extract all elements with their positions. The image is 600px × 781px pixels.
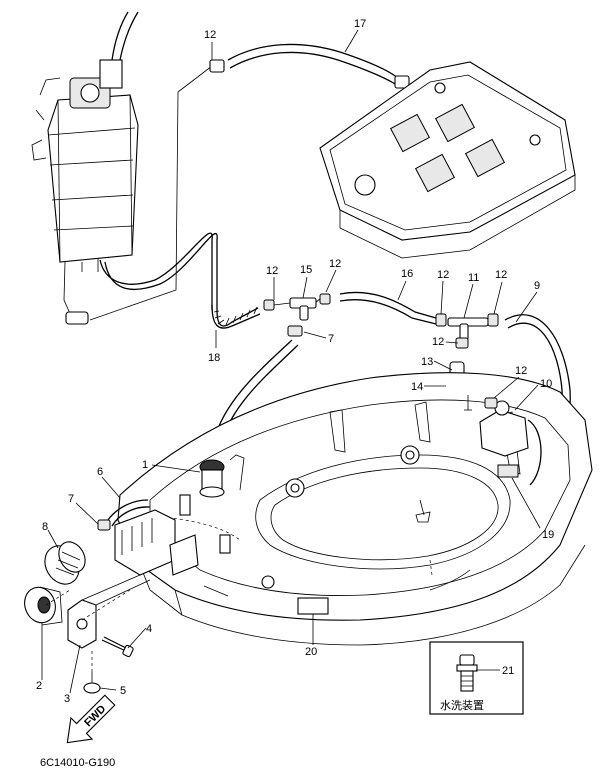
assembly-lines xyxy=(45,589,131,672)
callout-16: 16 xyxy=(401,268,413,280)
callout-10: 10 xyxy=(540,378,552,390)
engine-base-plate xyxy=(319,61,576,259)
callout-12-f: 12 xyxy=(432,336,444,348)
vapor-separator-assembly xyxy=(31,11,139,325)
cap-2 xyxy=(24,586,63,626)
screw-4-head xyxy=(122,644,134,658)
fitting-8 xyxy=(44,541,86,585)
callout-13: 13 xyxy=(421,356,433,368)
callout-5: 5 xyxy=(120,685,126,697)
callout-12-c: 12 xyxy=(329,258,341,270)
callout-labels: 12 17 12 15 12 16 12 11 12 9 7 12 13 14 … xyxy=(36,18,554,705)
callout-7-a: 7 xyxy=(328,333,334,345)
fwd-arrow: FWD xyxy=(66,694,116,744)
hose-17 xyxy=(209,43,410,89)
callout-1: 1 xyxy=(142,459,148,471)
callout-19: 19 xyxy=(542,529,554,541)
callout-11: 11 xyxy=(468,272,479,284)
clamp-7-upper xyxy=(287,325,303,337)
inset-caption: 水洗装置 xyxy=(440,699,484,712)
plate-3 xyxy=(67,574,151,649)
callout-15: 15 xyxy=(300,264,312,276)
clamp-7-lower xyxy=(97,519,111,531)
grommet-1 xyxy=(199,454,245,498)
hose-6-lower xyxy=(107,499,151,527)
callout-12-g: 12 xyxy=(515,365,527,377)
diagram-code: 6C14010-G190 xyxy=(40,757,115,769)
callout-7-b: 7 xyxy=(68,493,74,505)
callout-18: 18 xyxy=(208,352,220,364)
callout-17: 17 xyxy=(354,18,366,30)
callout-9: 9 xyxy=(534,280,540,292)
bolt-5 xyxy=(83,672,101,694)
leader-separator xyxy=(89,65,213,321)
hose-18-corrugated xyxy=(211,304,261,329)
t-joint-11 xyxy=(435,313,499,341)
leader-lines xyxy=(41,29,541,694)
callout-3: 3 xyxy=(64,693,70,705)
inner-bolt xyxy=(415,499,431,523)
callout-12-b: 12 xyxy=(266,265,278,277)
callout-8: 8 xyxy=(42,521,48,533)
callout-14: 14 xyxy=(411,381,423,393)
fuel-line xyxy=(99,232,218,310)
callout-4: 4 xyxy=(146,623,152,635)
callout-20: 20 xyxy=(305,646,317,658)
callout-12-e: 12 xyxy=(495,269,507,281)
bracket-19 xyxy=(464,395,542,486)
callout-6: 6 xyxy=(97,466,103,478)
front-bracket xyxy=(114,494,231,576)
callout-2: 2 xyxy=(36,680,42,692)
callout-21: 21 xyxy=(502,665,514,677)
flushing-device-inset xyxy=(429,641,524,715)
callout-12-a: 12 xyxy=(204,29,216,41)
hose-16 xyxy=(339,291,437,325)
callout-12-d: 12 xyxy=(437,269,449,281)
